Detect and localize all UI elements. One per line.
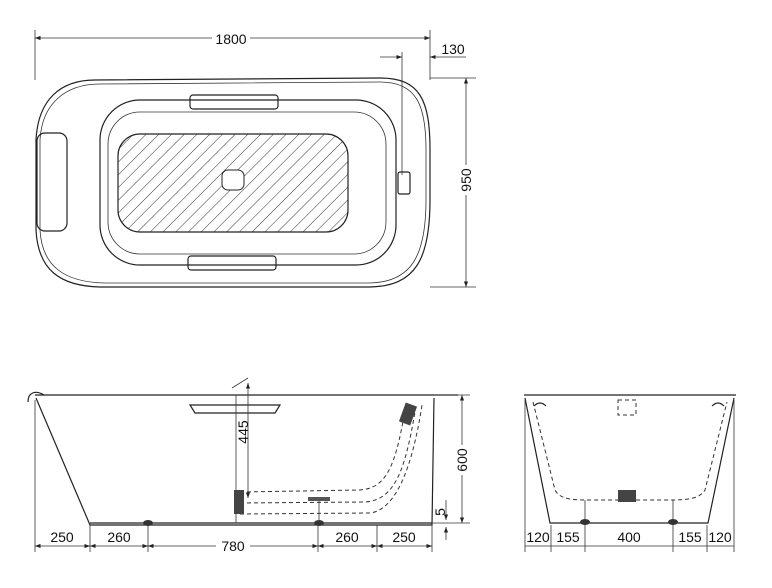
- dim-445: 445: [235, 420, 251, 444]
- end-bottom-dims: 120 155 400 155 120: [524, 400, 735, 552]
- dim-400: 400: [617, 529, 641, 545]
- handle-top: [189, 94, 279, 110]
- dim-260-right: 260: [335, 529, 359, 545]
- tub-rim-inner: [99, 99, 397, 266]
- spout-icon: [27, 391, 45, 403]
- dim-600: 600: [454, 448, 470, 472]
- side-tub-outline: [35, 397, 435, 526]
- handle-bottom: [187, 255, 277, 271]
- dim-120-left: 120: [526, 529, 550, 545]
- side-view: 445 600 5 250: [27, 377, 470, 554]
- dim-120-right: 120: [708, 529, 732, 545]
- dim-1800: 1800: [215, 31, 246, 47]
- handle-right-icon: [711, 402, 725, 407]
- foot: [143, 520, 153, 526]
- overflow: [397, 171, 411, 195]
- dim-250-right: 250: [392, 529, 416, 545]
- end-tub-outline: [524, 397, 735, 524]
- headrest: [36, 132, 68, 232]
- dim-780: 780: [221, 538, 245, 554]
- side-bottom-dims: 250 260 780 260 250: [34, 400, 433, 554]
- drain-icon: [221, 169, 245, 191]
- dim-155-left: 155: [556, 529, 580, 545]
- dim-155-right: 155: [678, 529, 702, 545]
- overflow-fitting-icon: [398, 402, 418, 426]
- dim-130: 130: [441, 41, 465, 57]
- dim-5: 5: [432, 508, 448, 516]
- handle-left-icon: [533, 402, 547, 407]
- drain-icon: [618, 490, 636, 502]
- dim-950: 950: [458, 168, 474, 192]
- dim-250-left: 250: [50, 529, 74, 545]
- end-view: 120 155 400 155 120: [524, 394, 736, 552]
- side-handle: [188, 404, 282, 414]
- top-view: 1800 130 950: [34, 30, 476, 288]
- foot: [314, 520, 324, 526]
- dim-260-left: 260: [107, 529, 131, 545]
- drain-valve-icon: [234, 490, 244, 514]
- tub-outline: [35, 77, 431, 288]
